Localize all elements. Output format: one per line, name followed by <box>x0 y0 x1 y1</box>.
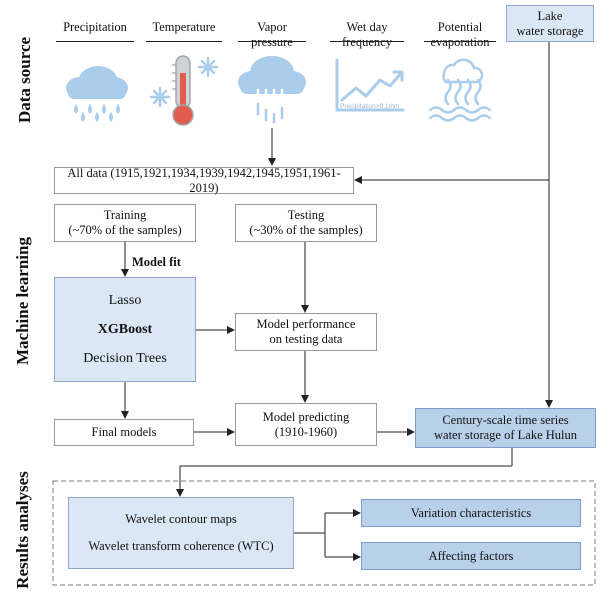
testing-box: Testing (~30% of the samples) <box>235 204 377 242</box>
source-label-potential-evaporation: Potential evaporation <box>430 20 490 49</box>
evaporation-icon <box>428 58 492 122</box>
lake-water-storage-box: Lake water storage <box>506 5 594 42</box>
variation-characteristics-box: Variation characteristics <box>361 499 581 527</box>
model-lasso: Lasso <box>108 293 142 308</box>
wavelet-coherence: Wavelet transform coherence (WTC) <box>88 539 274 553</box>
rain-cloud-icon <box>66 66 128 122</box>
vapor-cloud-icon <box>238 56 306 124</box>
wavelet-contour-maps: Wavelet contour maps <box>125 512 237 526</box>
training-box: Training (~70% of the samples) <box>54 204 196 242</box>
chart-icon-caption: Precipitation>0.1mm <box>340 103 400 110</box>
models-box: Lasso XGBoost Decision Trees <box>54 277 196 382</box>
wavelet-analysis-box: Wavelet contour maps Wavelet transform c… <box>68 497 294 569</box>
model-decision-trees: Decision Trees <box>83 351 167 366</box>
all-data-box: All data (1915,1921,1934,1939,1942,1945,… <box>54 166 354 195</box>
model-performance-box: Model performance on testing data <box>235 313 377 351</box>
model-xgboost: XGBoost <box>97 322 153 337</box>
thermometer-icon <box>149 55 219 126</box>
model-predicting-box: Model predicting (1910-1960) <box>235 403 377 446</box>
source-label-temperature: Temperature <box>152 20 216 34</box>
final-models-box: Final models <box>54 419 194 446</box>
affecting-factors-box: Affecting factors <box>361 542 581 570</box>
source-label-wet-day-frequency: Wet day frequency <box>342 20 392 49</box>
source-label-precipitation: Precipitation <box>63 20 127 34</box>
trend-chart-icon <box>335 58 405 112</box>
model-fit-label: Model fit <box>132 255 181 269</box>
century-time-series-box: Century-scale time series water storage … <box>415 408 596 448</box>
source-label-vapor-pressure: Vapor pressure <box>251 20 293 49</box>
